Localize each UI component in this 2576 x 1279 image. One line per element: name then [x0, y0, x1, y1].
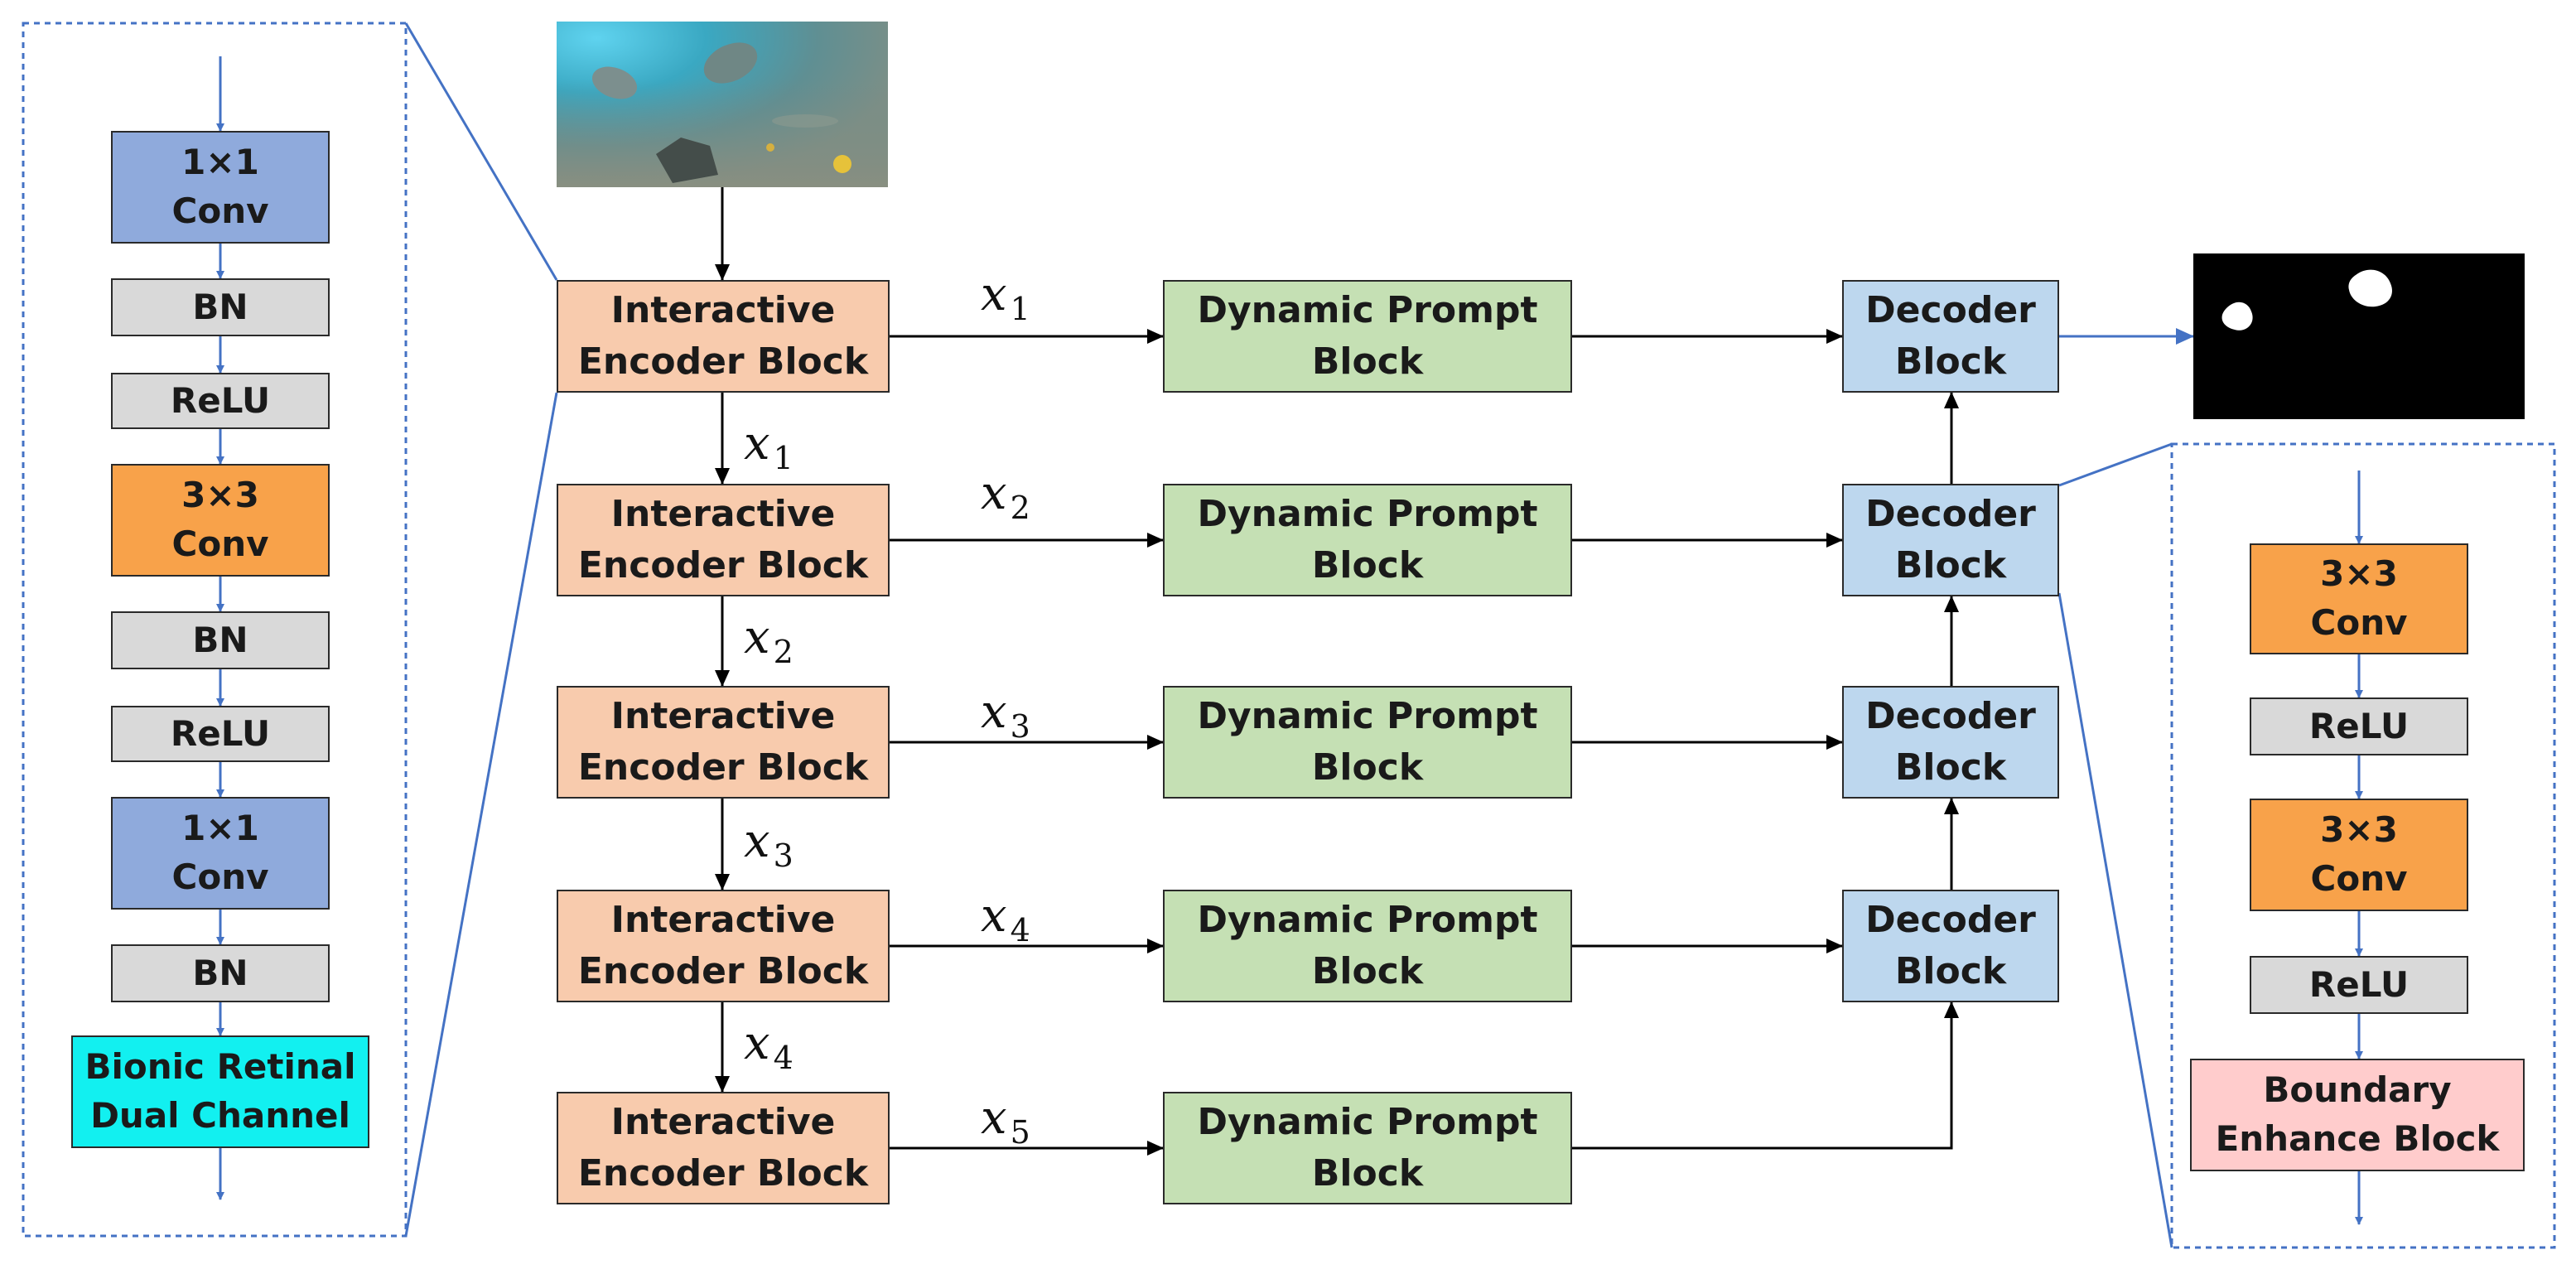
prompt-arrow-5: [1572, 1001, 1959, 1150]
dec-detail-boundary-enhance-block: Boundary Enhance Block: [2190, 1059, 2525, 1171]
input-underwater-image: [557, 22, 888, 187]
enc-detail-bionic-retinal-dual-channel: Bionic Retinal Dual Channel: [71, 1035, 369, 1148]
enc-detail-conv1x1-b: 1×1 Conv: [111, 797, 330, 910]
enc-detail-bn-b: BN: [111, 611, 330, 669]
enc-detail-bn-a: BN: [111, 278, 330, 336]
dec-detail-relu-a: ReLU: [2250, 697, 2468, 755]
decoder-block-2: Decoder Block: [1842, 484, 2059, 596]
interactive-encoder-block-5: Interactive Encoder Block: [557, 1092, 890, 1204]
enc-detail-conv1x1-a: 1×1 Conv: [111, 131, 330, 244]
interactive-encoder-block-2: Interactive Encoder Block: [557, 484, 890, 596]
enc-detail-bn-c: BN: [111, 944, 330, 1002]
enc-detail-conv3x3: 3×3 Conv: [111, 464, 330, 577]
dynamic-prompt-block-5: Dynamic Prompt Block: [1163, 1092, 1572, 1204]
enc-detail-relu-a: ReLU: [111, 373, 330, 429]
decoder-block-1: Decoder Block: [1842, 280, 2059, 393]
interactive-encoder-block-4: Interactive Encoder Block: [557, 890, 890, 1002]
encoder-zoom-line-top: [404, 22, 558, 281]
output-segmentation-mask: [2193, 253, 2525, 419]
dynamic-prompt-block-1: Dynamic Prompt Block: [1163, 280, 1572, 393]
dec-detail-relu-b: ReLU: [2250, 956, 2468, 1014]
dec-detail-conv3x3-b: 3×3 Conv: [2250, 799, 2468, 911]
dynamic-prompt-block-2: Dynamic Prompt Block: [1163, 484, 1572, 596]
interactive-encoder-block-1: Interactive Encoder Block: [557, 280, 890, 393]
enc-detail-relu-b: ReLU: [111, 706, 330, 762]
dynamic-prompt-block-3: Dynamic Prompt Block: [1163, 686, 1572, 799]
decoder-block-3: Decoder Block: [1842, 686, 2059, 799]
encoder-detail-panel: [22, 22, 408, 1238]
decoder-block-4: Decoder Block: [1842, 890, 2059, 1002]
encoder-zoom-line-bottom: [404, 392, 558, 1237]
dynamic-prompt-block-4: Dynamic Prompt Block: [1163, 890, 1572, 1002]
decoder-zoom-line-bottom: [2057, 592, 2173, 1248]
decoder-zoom-line-top: [2058, 442, 2173, 487]
dec-detail-conv3x3-a: 3×3 Conv: [2250, 543, 2468, 654]
decoder-detail-panel: [2170, 442, 2556, 1249]
interactive-encoder-block-3: Interactive Encoder Block: [557, 686, 890, 799]
